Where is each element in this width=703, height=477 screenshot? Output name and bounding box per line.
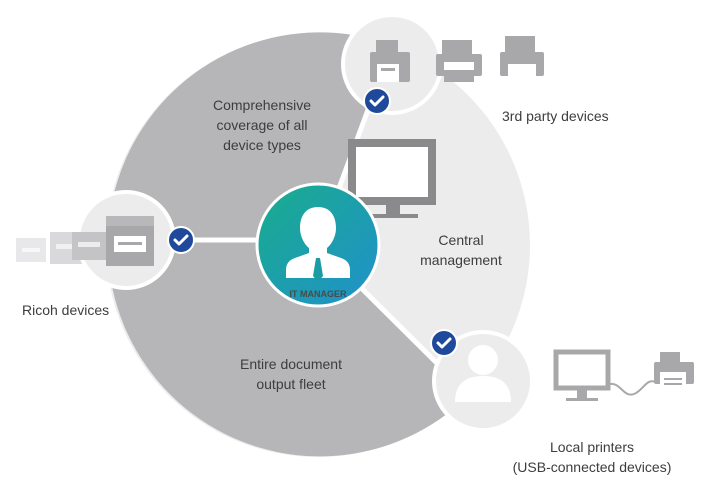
printer-icon [72, 216, 154, 266]
segment-central-label: Central management [420, 232, 502, 268]
third-party-label: 3rd party devices [502, 108, 609, 124]
segment-fleet-label: Entire document output fleet [240, 356, 342, 392]
segment-coverage-label: Comprehensive coverage of all device typ… [212, 97, 312, 153]
check-badge-third-party [363, 87, 391, 115]
ricoh-label: Ricoh devices [22, 302, 110, 318]
it-manager-label: IT MANAGER [290, 289, 347, 299]
printer-icon [436, 40, 482, 82]
printer-icon [500, 36, 544, 86]
printer-icon [654, 352, 694, 390]
manager-person-icon [286, 207, 350, 282]
monitor-icon [348, 139, 436, 218]
check-badge-ricoh [167, 226, 195, 254]
printer-icon [370, 40, 410, 82]
usb-cable [609, 380, 657, 396]
user-icon [455, 345, 511, 402]
local-printers-label: Local printers (USB-connected devices) [512, 439, 672, 475]
check-badge-local [430, 329, 458, 357]
monitor-icon [553, 349, 611, 401]
